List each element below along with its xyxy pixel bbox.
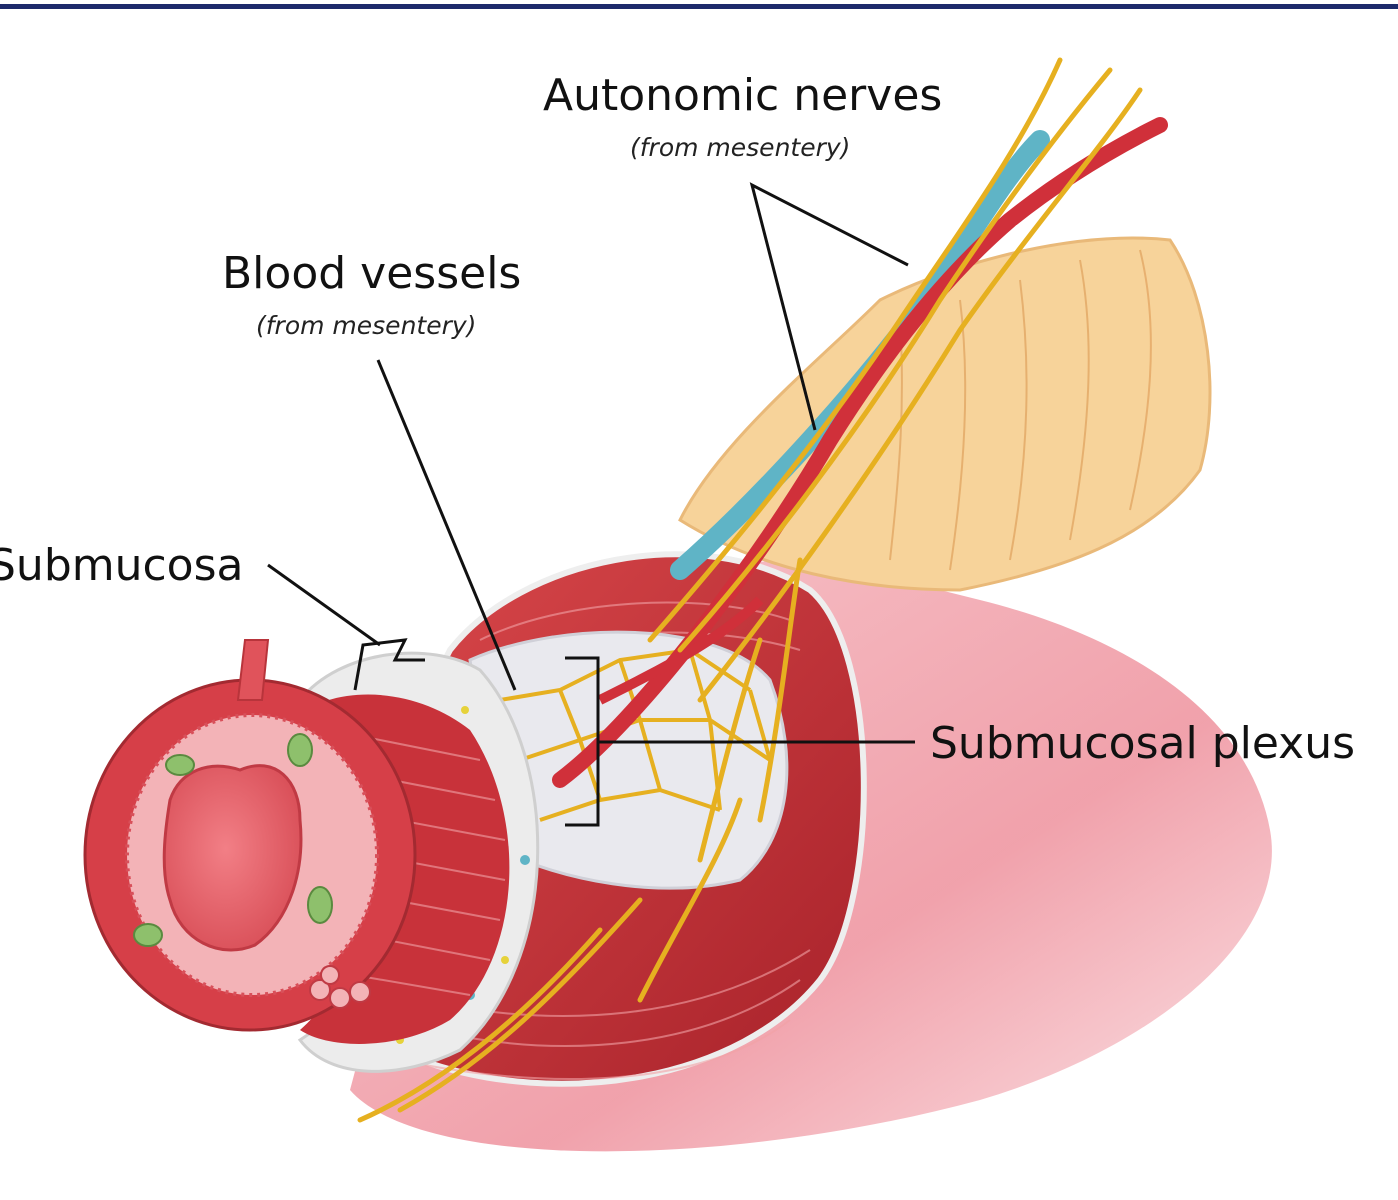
submucosa-label: Submucosa bbox=[0, 540, 244, 591]
lumen bbox=[162, 764, 303, 952]
top-frame-rule bbox=[0, 0, 1398, 12]
autonomic-nerves-leader bbox=[749, 182, 909, 431]
submucosa-leader bbox=[267, 563, 381, 647]
submucosa-bracket bbox=[353, 638, 425, 691]
mesenteric-vessel-stub bbox=[236, 639, 270, 701]
artery-branch bbox=[597, 596, 764, 705]
submucosal-plexus-label: Submucosal plexus bbox=[930, 718, 1356, 769]
mucosal-folds bbox=[309, 965, 371, 1009]
autonomic-nerves-label: Autonomic nerves bbox=[543, 70, 943, 121]
blood-vessels-label: Blood vessels bbox=[222, 248, 522, 299]
leader-lines bbox=[267, 182, 915, 827]
blood-vessels-leader bbox=[376, 359, 517, 691]
blood-vessels-note: (from mesentery) bbox=[256, 311, 477, 340]
mesentery-fat bbox=[678, 236, 1212, 592]
mucosal-glands bbox=[133, 733, 333, 947]
autonomic-nerves-note: (from mesentery) bbox=[630, 133, 851, 162]
